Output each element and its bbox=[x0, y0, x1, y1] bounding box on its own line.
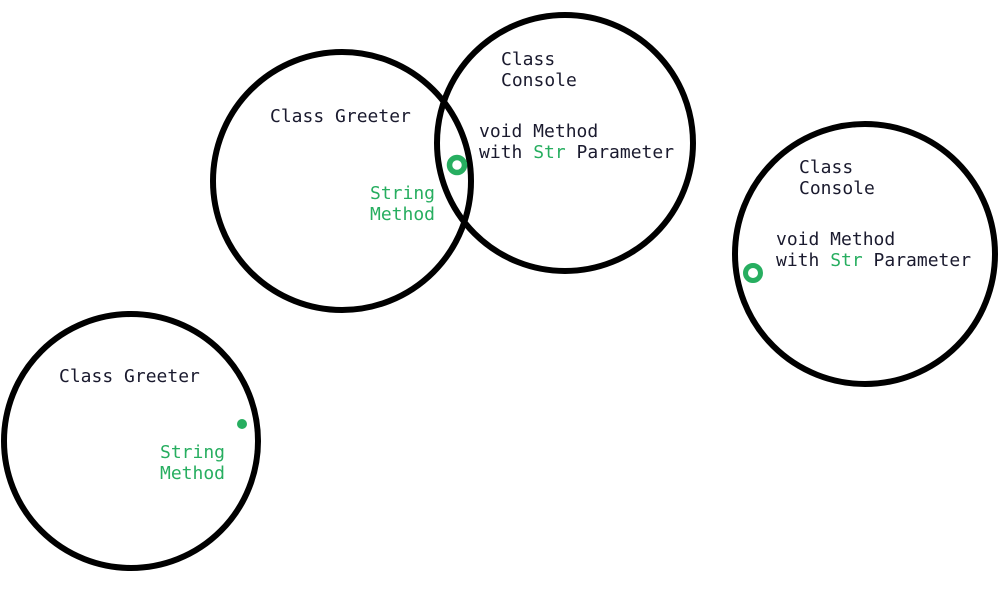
class-greeter-circle-outline[interactable] bbox=[210, 49, 474, 313]
string-parameter-marker-icon[interactable] bbox=[743, 263, 763, 283]
class-greeter-circle-standalone-outline[interactable] bbox=[1, 311, 261, 571]
shared-string-marker-icon[interactable] bbox=[446, 154, 468, 176]
string-method-marker-icon[interactable] bbox=[237, 419, 247, 429]
class-console-circle-standalone-outline[interactable] bbox=[732, 121, 998, 387]
class-console-circle-outline[interactable] bbox=[434, 12, 696, 274]
